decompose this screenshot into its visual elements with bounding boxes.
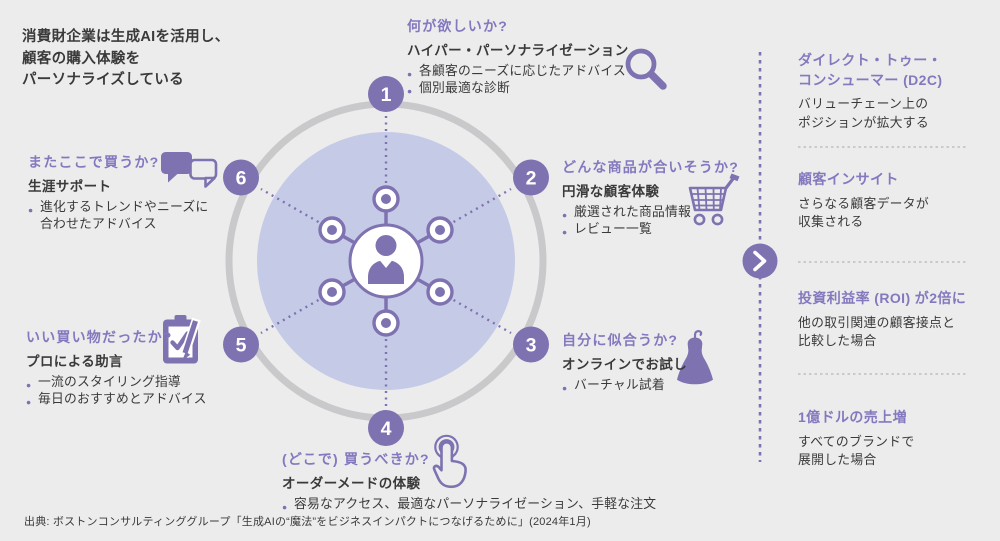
step-6-text: またここで買うか? 生涯サポート 進化するトレンドやニーズに 合わせたアドバイス bbox=[28, 152, 208, 232]
network-node bbox=[318, 278, 346, 306]
step-question: どんな商品が合いそうか? bbox=[562, 159, 739, 175]
step-3-text: 自分に似合うか? オンラインでお試し バーチャル試着 bbox=[562, 330, 688, 397]
center-customer bbox=[348, 223, 424, 299]
dotted-connectors bbox=[260, 116, 512, 406]
step-title: オンラインでお試し bbox=[562, 357, 688, 372]
step-question: (どこで) 買うべきか? bbox=[282, 451, 430, 467]
clipboard-icon bbox=[163, 315, 201, 364]
step-title: オーダーメードの体験 bbox=[282, 476, 421, 491]
source-text: 出典: ボストンコンサルティンググループ「生成AIの“魔法”をビジネスインパクト… bbox=[24, 516, 591, 528]
outcome-heading: ダイレクト・トゥー・ コンシューマー (D2C) bbox=[798, 52, 943, 88]
step-number: 6 bbox=[236, 168, 247, 190]
outcome-body: バリューチェーン上の ポジションが拡大する bbox=[798, 96, 929, 130]
step-number: 4 bbox=[381, 418, 392, 440]
step-bullet: レビュー一覧 bbox=[562, 220, 739, 241]
tap-icon bbox=[432, 434, 467, 489]
network-node bbox=[318, 216, 346, 244]
outcome-revenue: 1億ドルの売上増 すべてのブランドで 展開した場合 bbox=[798, 408, 994, 470]
step-number: 2 bbox=[526, 168, 537, 190]
outcome-heading: 顧客インサイト bbox=[798, 171, 899, 187]
step-title: ハイパー・パーソナライゼーション bbox=[407, 43, 629, 58]
outcome-customer-insight: 顧客インサイト さらなる顧客データが 収集される bbox=[798, 170, 994, 232]
step-question: 何が欲しいか? bbox=[407, 18, 508, 34]
step-1-text: 何が欲しいか? ハイパー・パーソナライゼーション 各顧客のニーズに応じたアドバイ… bbox=[407, 16, 629, 100]
dress-icon bbox=[677, 330, 713, 385]
outcome-heading: 投資利益率 (ROI) が2倍に bbox=[798, 290, 967, 306]
chevron-right-icon bbox=[742, 243, 778, 279]
network-node bbox=[372, 309, 400, 337]
outcome-separators bbox=[798, 146, 968, 375]
step-question: 自分に似合うか? bbox=[562, 332, 679, 348]
intro-text: 消費財企業は生成AIを活用し、 顧客の購入体験を パーソナライズしている bbox=[22, 29, 230, 88]
outcome-d2c: ダイレクト・トゥー・ コンシューマー (D2C) バリューチェーン上の ポジショ… bbox=[798, 51, 994, 132]
step-circle-2: 2 bbox=[513, 159, 549, 196]
step-bullet: 容易なアクセス、最適なパーソナライゼーション、手軽な注文 bbox=[282, 495, 656, 516]
step-title: 円滑な顧客体験 bbox=[562, 184, 660, 199]
outcome-heading: 1億ドルの売上増 bbox=[798, 409, 907, 425]
step-title: プロによる助言 bbox=[26, 354, 123, 369]
step-circle-5: 5 bbox=[223, 326, 259, 363]
step-5-text: いい買い物だったか? プロによる助言 一流のスタイリング指導 毎日のおすすめとア… bbox=[26, 327, 207, 411]
step-number: 1 bbox=[381, 84, 392, 106]
network-node bbox=[372, 185, 400, 213]
step-4-text: (どこで) 買うべきか? オーダーメードの体験 容易なアクセス、最適なパーソナラ… bbox=[282, 449, 656, 516]
step-bullet: 毎日のおすすめとアドバイス bbox=[26, 390, 207, 411]
step-2-text: どんな商品が合いそうか? 円滑な顧客体験 厳選された商品情報 レビュー一覧 bbox=[562, 157, 739, 241]
step-circle-6: 6 bbox=[223, 159, 259, 196]
network-node bbox=[426, 278, 454, 306]
step-bullet: 一流のスタイリング指導 bbox=[26, 373, 207, 394]
step-title: 生涯サポート bbox=[28, 179, 112, 194]
step-bullet: バーチャル試着 bbox=[562, 376, 687, 397]
step-number: 5 bbox=[236, 335, 247, 357]
step-question: いい買い物だったか? bbox=[26, 329, 173, 345]
network-nodes bbox=[318, 185, 454, 337]
step-bullet: 進化するトレンドやニーズに 合わせたアドバイス bbox=[28, 198, 208, 232]
outcome-body: さらなる顧客データが 収集される bbox=[798, 195, 929, 230]
step-bullet: 各顧客のニーズに応じたアドバイス bbox=[407, 62, 629, 83]
magnifier-icon bbox=[625, 48, 667, 90]
step-circle-3: 3 bbox=[513, 326, 549, 363]
outcome-roi: 投資利益率 (ROI) が2倍に 他の取引関連の顧客接点と 比較した場合 bbox=[798, 289, 994, 351]
step-question: またここで買うか? bbox=[28, 154, 160, 170]
step-number: 3 bbox=[526, 335, 537, 357]
step-circle-4: 4 bbox=[368, 410, 404, 446]
step-circle-1: 1 bbox=[368, 76, 404, 112]
outcome-body: 他の取引関連の顧客接点と 比較した場合 bbox=[798, 314, 956, 349]
step-bullet: 個別最適な診断 bbox=[407, 79, 629, 100]
network-node bbox=[426, 216, 454, 244]
person-icon bbox=[368, 235, 404, 284]
outcome-body: すべてのブランドで 展開した場合 bbox=[798, 433, 915, 468]
step-bullet: 厳選された商品情報 bbox=[562, 203, 739, 224]
speech-bubbles-icon bbox=[161, 152, 218, 188]
